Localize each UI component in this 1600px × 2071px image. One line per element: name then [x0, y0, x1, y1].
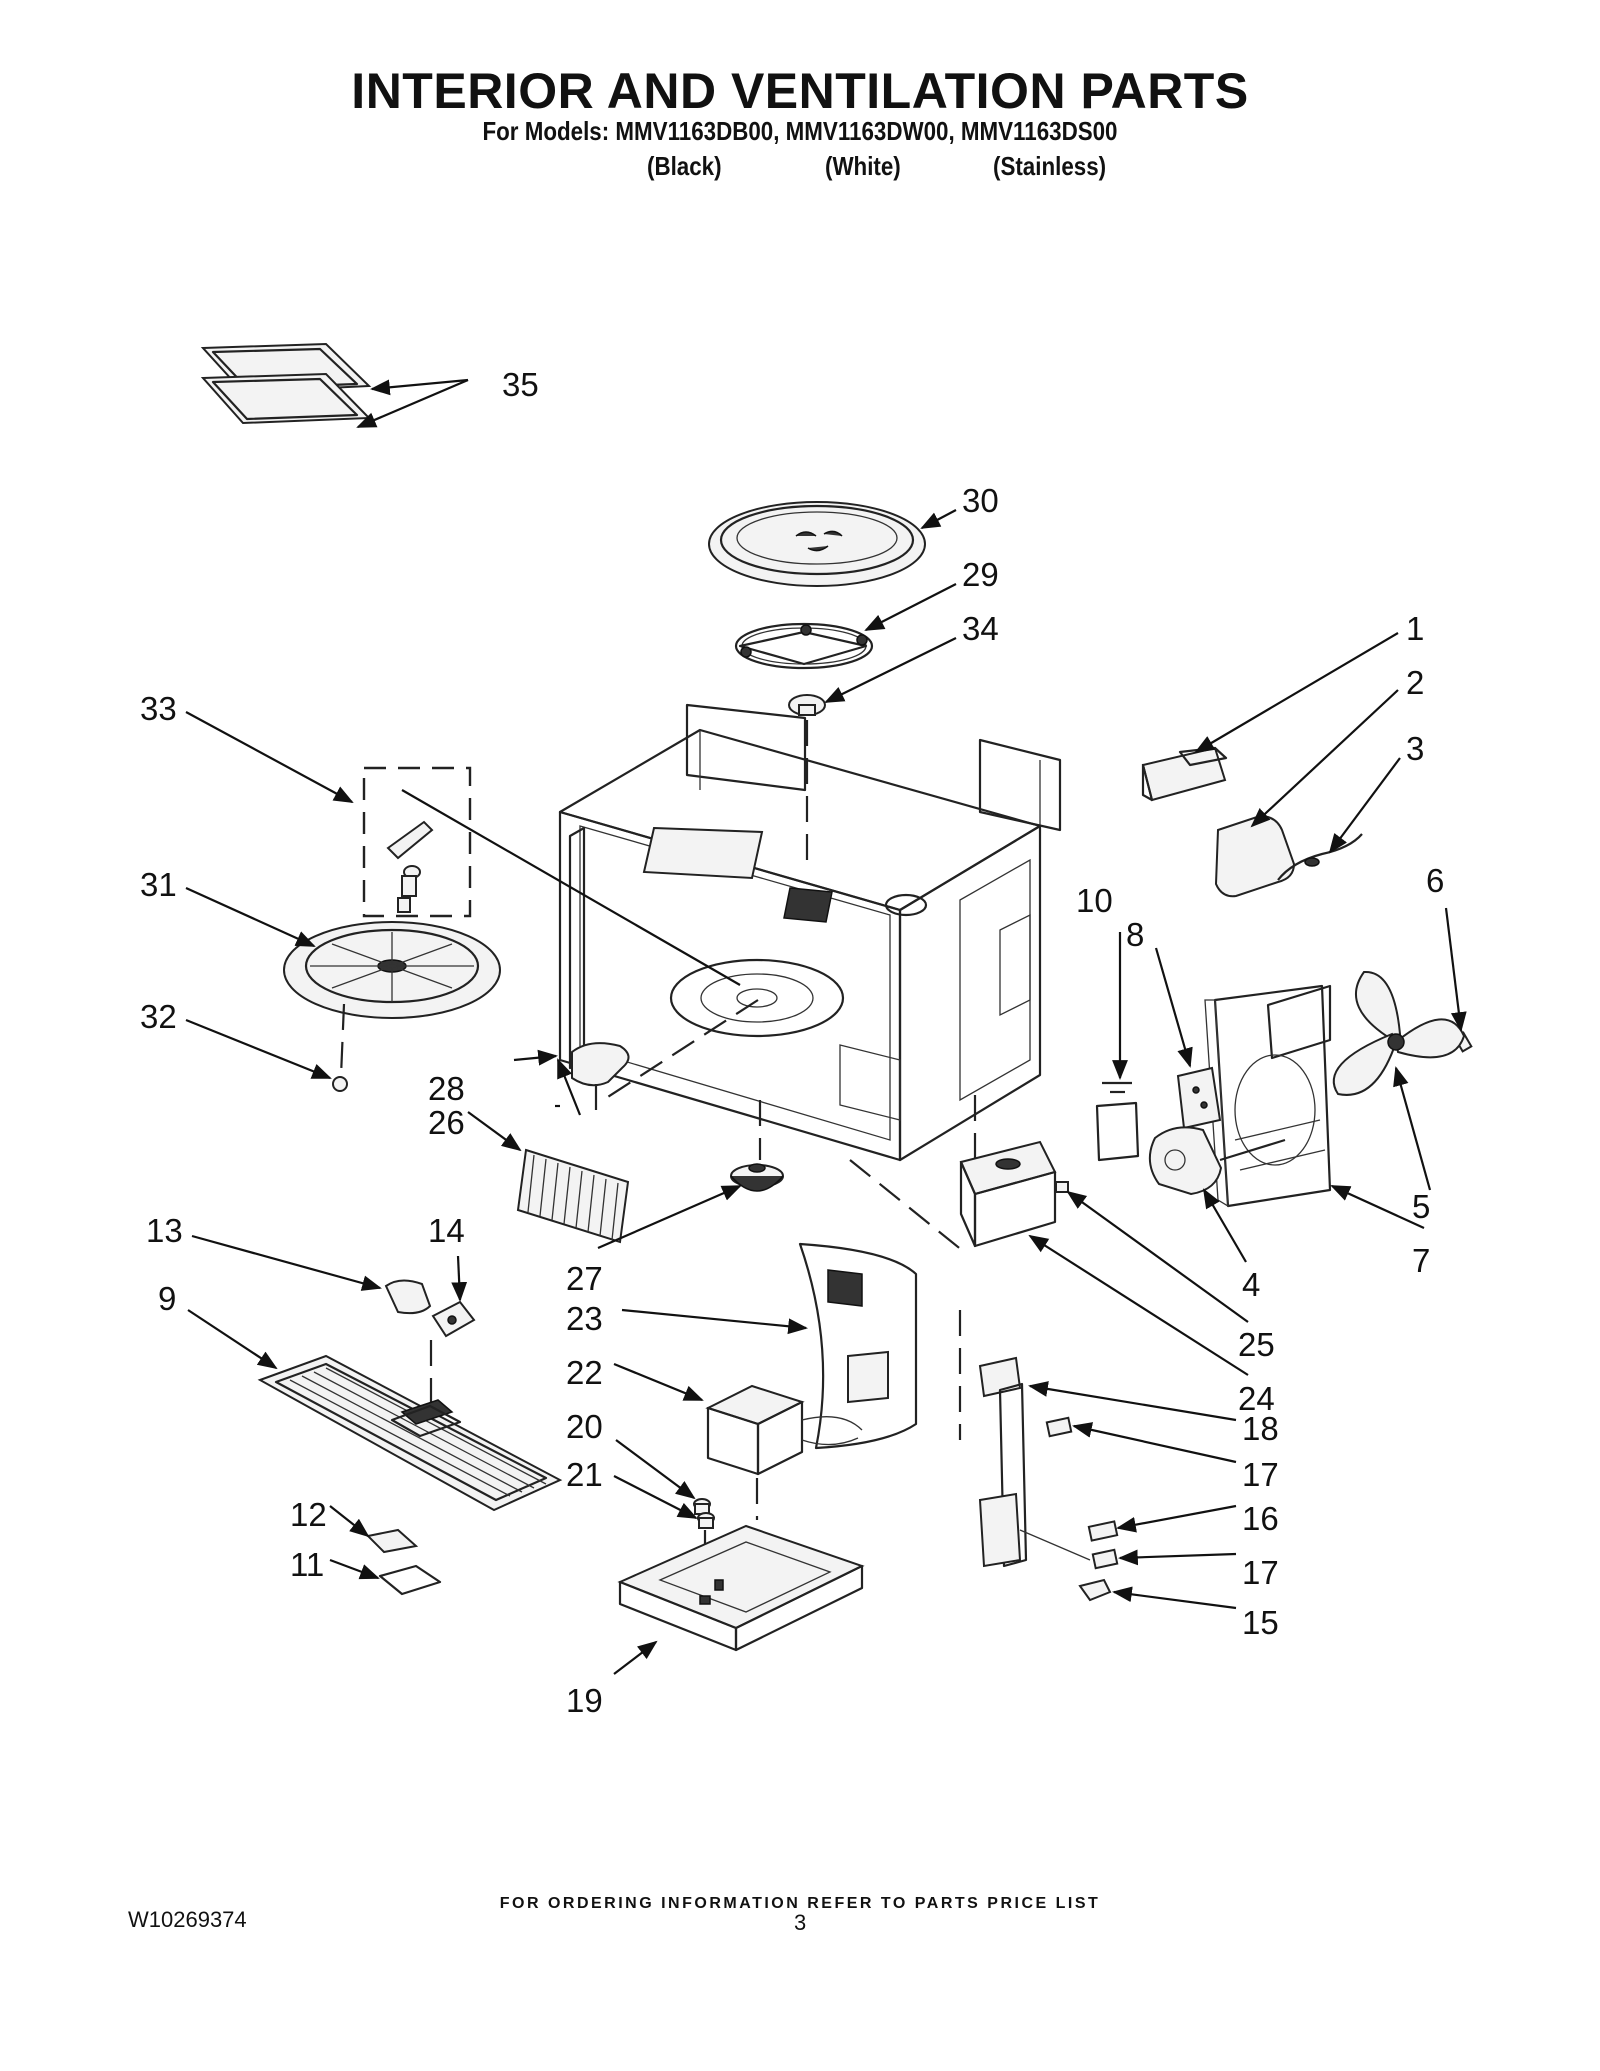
part-15-lever[interactable]: [1078, 1578, 1112, 1602]
part-31-stirrer-fan[interactable]: [283, 921, 501, 1019]
part-20-relay[interactable]: [693, 1498, 711, 1515]
part-29-roller-ring[interactable]: [734, 622, 874, 670]
callout-1: 1: [1406, 610, 1424, 647]
part-5-fan-blade[interactable]: [1332, 970, 1466, 1096]
callout-5: 5: [1412, 1188, 1430, 1225]
part-19-base-plate[interactable]: [617, 1524, 865, 1652]
part-9-vent-panel[interactable]: [257, 1354, 563, 1512]
callout-3: 3: [1406, 730, 1424, 767]
part-23-waveguide[interactable]: [798, 1242, 918, 1450]
part-18-latch-frame[interactable]: [978, 1356, 1028, 1568]
callout-17-upper: 17: [1242, 1456, 1279, 1493]
variant-white: (White): [825, 151, 901, 181]
part-14-lamp-holder[interactable]: [431, 1300, 476, 1338]
page-number: 3: [794, 1910, 807, 1935]
callout-4: 4: [1242, 1266, 1260, 1303]
part-21-relay[interactable]: [697, 1512, 715, 1529]
callout-8: 8: [1126, 916, 1144, 953]
variant-stainless: (Stainless): [993, 151, 1107, 181]
document-number: W10269374: [128, 1907, 247, 1932]
callout-17-lower: 17: [1242, 1554, 1279, 1591]
callout-11: 11: [290, 1546, 324, 1583]
callout-32: 32: [140, 998, 177, 1035]
part-8-control-board[interactable]: [1176, 1066, 1222, 1130]
part-28-stirrer-cover[interactable]: [571, 1042, 630, 1087]
ordering-note: FOR ORDERING INFORMATION REFER TO PARTS …: [499, 1895, 1101, 1912]
callout-16: 16: [1242, 1500, 1279, 1537]
callout-26: 26: [428, 1104, 465, 1141]
callout-labels: 35 30 29 34 33 31 32 1 2 3 6 10 8 5 7 4 …: [140, 366, 1444, 1719]
part-34-coupler[interactable]: [788, 694, 826, 716]
callout-28: 28: [428, 1070, 465, 1107]
callout-13: 13: [146, 1212, 183, 1249]
callout-25: 25: [1238, 1326, 1275, 1363]
part-27-turntable-motor[interactable]: [730, 1163, 784, 1192]
callout-14: 14: [428, 1212, 465, 1249]
callout-6: 6: [1426, 862, 1444, 899]
part-25-thermal-cutout[interactable]: [1055, 1181, 1069, 1193]
callout-33: 33: [140, 690, 177, 727]
callout-2: 2: [1406, 664, 1424, 701]
leader-arrows: [185, 378, 1467, 1675]
part-1-bracket[interactable]: [1141, 746, 1228, 802]
callout-23: 23: [566, 1300, 603, 1337]
part-7-air-duct[interactable]: [1204, 984, 1332, 1208]
part-12-lens[interactable]: [365, 1528, 419, 1554]
part-10-label[interactable]: [1095, 1081, 1140, 1162]
callout-22: 22: [566, 1354, 603, 1391]
models-line: For Models: MMV1163DB00, MMV1163DW00, MM…: [482, 116, 1118, 146]
callout-30: 30: [962, 482, 999, 519]
part-24-magnetron[interactable]: [959, 1140, 1057, 1248]
callout-20: 20: [566, 1408, 603, 1445]
part-16-switch[interactable]: [1087, 1520, 1119, 1542]
part-32-screw[interactable]: [332, 1076, 348, 1092]
part-17-switch-lower[interactable]: [1091, 1548, 1119, 1570]
part-26-vent-grille[interactable]: [516, 1148, 630, 1244]
callout-35: 35: [502, 366, 539, 403]
callout-10: 10: [1076, 882, 1113, 919]
part-13-light-socket[interactable]: [384, 1279, 432, 1315]
part-2-capacitor[interactable]: [1214, 814, 1296, 898]
part-33-stirrer-kit[interactable]: [362, 766, 472, 918]
callout-24: 24: [1238, 1380, 1275, 1417]
callout-34: 34: [962, 610, 999, 647]
part-3-diode[interactable]: [1277, 833, 1363, 881]
part-17-switch-upper[interactable]: [1045, 1416, 1073, 1438]
part-30-turntable-tray[interactable]: [708, 501, 926, 587]
callout-19: 19: [566, 1682, 603, 1719]
callout-27: 27: [566, 1260, 603, 1297]
variant-black: (Black): [647, 151, 722, 181]
part-11-light-cover[interactable]: [378, 1564, 442, 1596]
part-4-fan-motor[interactable]: [1148, 1126, 1286, 1196]
callout-12: 12: [290, 1496, 327, 1533]
page-title: INTERIOR AND VENTILATION PARTS: [351, 63, 1249, 119]
part-35-grease-filters[interactable]: [200, 342, 372, 425]
callout-7: 7: [1412, 1242, 1430, 1279]
part-22-transformer[interactable]: [705, 1384, 863, 1476]
cavity-assembly[interactable]: [558, 703, 1062, 1162]
callout-18: 18: [1242, 1410, 1279, 1447]
callout-21: 21: [566, 1456, 603, 1493]
callout-15: 15: [1242, 1604, 1279, 1641]
callout-29: 29: [962, 556, 999, 593]
callout-9: 9: [158, 1280, 176, 1317]
callout-31: 31: [140, 866, 177, 903]
